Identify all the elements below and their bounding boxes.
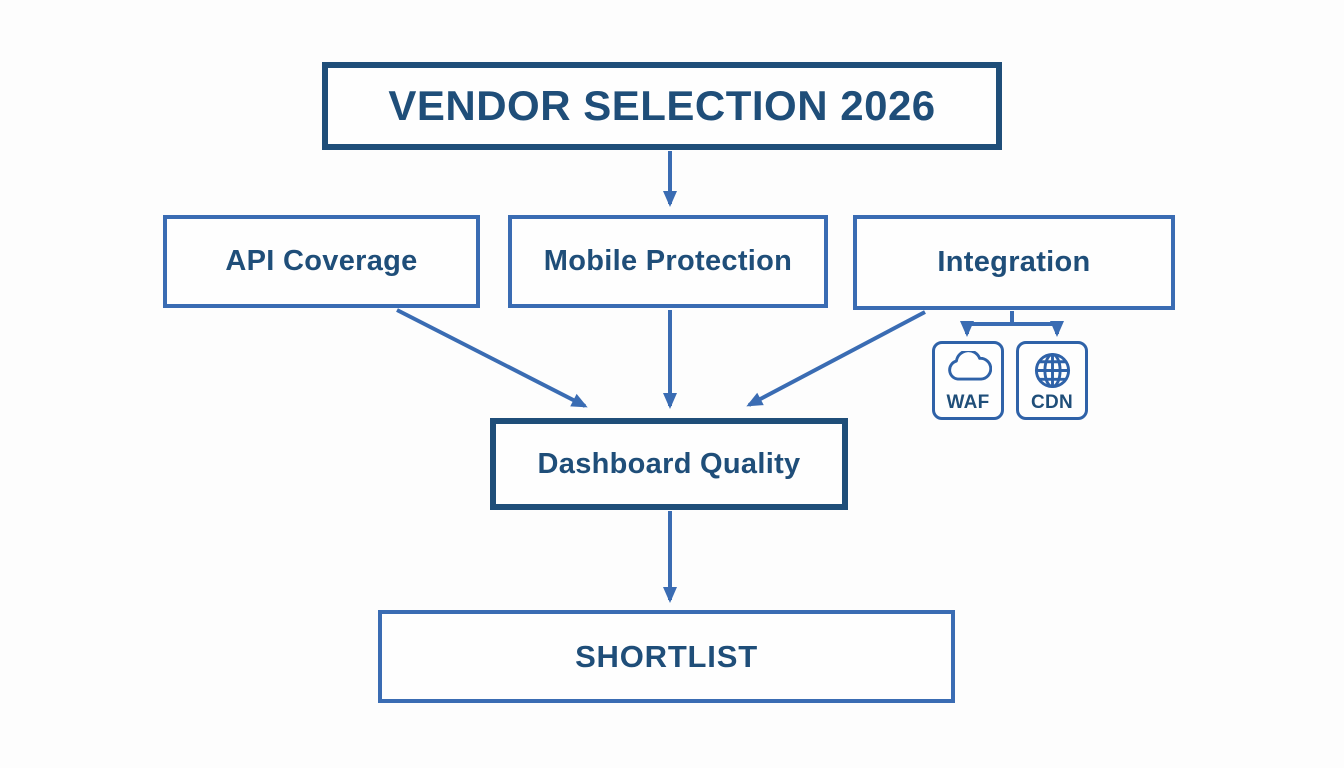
arrow-integration-to-dashboard bbox=[746, 310, 926, 407]
node-shortlist: SHORTLIST bbox=[378, 610, 955, 703]
node-integration-label: Integration bbox=[937, 246, 1091, 278]
node-integration: Integration bbox=[853, 215, 1175, 310]
globe-icon bbox=[1033, 351, 1072, 390]
node-api-coverage: API Coverage bbox=[163, 215, 480, 308]
node-vendor-selection: VENDOR SELECTION 2026 bbox=[322, 62, 1002, 150]
node-mobile-protection: Mobile Protection bbox=[508, 215, 828, 308]
node-api-coverage-label: API Coverage bbox=[225, 245, 418, 277]
node-shortlist-label: SHORTLIST bbox=[575, 638, 758, 674]
node-mobile-protection-label: Mobile Protection bbox=[543, 245, 793, 277]
node-vendor-selection-label: VENDOR SELECTION 2026 bbox=[388, 82, 936, 129]
node-dashboard-quality-label: Dashboard Quality bbox=[537, 447, 801, 480]
node-waf: WAF bbox=[932, 341, 1004, 420]
node-cdn: CDN bbox=[1016, 341, 1088, 420]
cdn-label: CDN bbox=[1030, 392, 1074, 413]
arrow-api-to-dashboard bbox=[396, 308, 588, 408]
cloud-icon bbox=[945, 349, 992, 382]
waf-label: WAF bbox=[946, 392, 990, 413]
node-dashboard-quality: Dashboard Quality bbox=[490, 418, 848, 510]
